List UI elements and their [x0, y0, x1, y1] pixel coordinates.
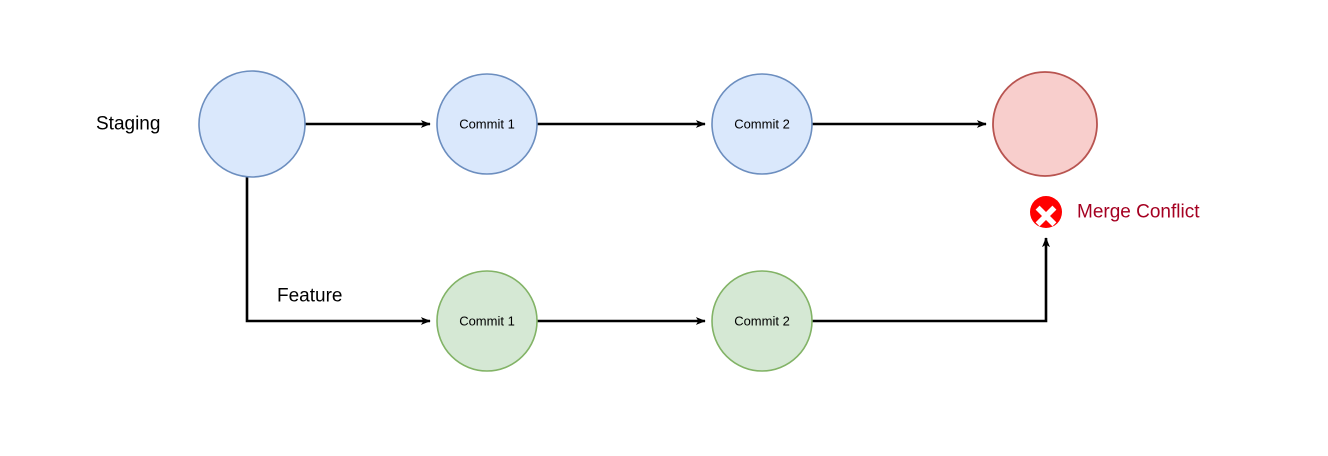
- staging-commit-2-label: Commit 2: [734, 117, 790, 132]
- edge-staging-root-to-feature-commit1: [245, 175, 431, 325]
- staging-commit-2-circle[interactable]: [711, 73, 813, 175]
- merge-conflict-group: Merge Conflict: [1030, 196, 1200, 228]
- feature-commit-2-label: Commit 2: [734, 314, 790, 329]
- error-x-icon: [1030, 196, 1062, 228]
- staging-root-node[interactable]: [198, 70, 306, 178]
- staging-commit-1-circle[interactable]: [436, 73, 538, 175]
- staging-commit-2-node[interactable]: Commit 2: [711, 73, 813, 175]
- feature-commit-2-node[interactable]: Commit 2: [711, 270, 813, 372]
- feature-branch-label: Feature: [277, 286, 342, 307]
- staging-commit-1-label: Commit 1: [459, 117, 515, 132]
- error-x-icon-glyph: [1035, 205, 1057, 227]
- staging-root-circle[interactable]: [198, 70, 306, 178]
- staging-branch-group: Staging Commit 1 Commit 2: [96, 70, 813, 178]
- edges-group: [245, 120, 1050, 325]
- merge-target-circle[interactable]: [992, 71, 1098, 177]
- merge-target-group[interactable]: [992, 71, 1098, 177]
- feature-branch-group: Feature Commit 1 Commit 2: [277, 270, 813, 372]
- feature-commit-2-circle[interactable]: [711, 270, 813, 372]
- feature-commit-1-label: Commit 1: [459, 314, 515, 329]
- edge-feature-commit2-to-conflict: [812, 237, 1050, 323]
- staging-commit-1-node[interactable]: Commit 1: [436, 73, 538, 175]
- staging-branch-label: Staging: [96, 114, 160, 135]
- feature-commit-1-node[interactable]: Commit 1: [436, 270, 538, 372]
- merge-conflict-label: Merge Conflict: [1077, 202, 1200, 223]
- feature-commit-1-circle[interactable]: [436, 270, 538, 372]
